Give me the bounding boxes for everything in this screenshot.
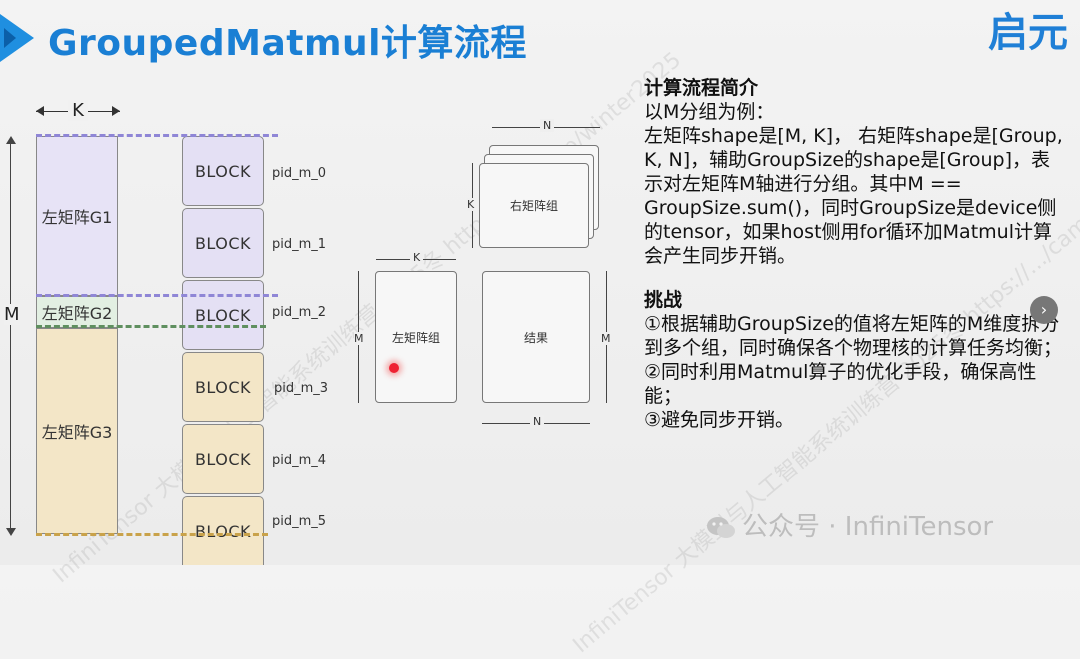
k-label: K bbox=[36, 100, 120, 121]
logo: 启元 bbox=[988, 10, 1068, 56]
challenge-title: 挑战 bbox=[644, 289, 683, 311]
arrow-up-icon bbox=[6, 136, 16, 144]
right-matrix-group: 右矩阵组 bbox=[479, 163, 589, 248]
pid-label-4: pid_m_4 bbox=[272, 453, 327, 468]
block-4: BLOCK bbox=[182, 424, 264, 494]
description-panel: 计算流程简介 以M分组为例： 左矩阵shape是[M, K]， 右矩阵shape… bbox=[644, 76, 1064, 432]
pid-label-5: pid_m_5 bbox=[272, 514, 327, 529]
pid-label-2: pid_m_2 bbox=[272, 305, 327, 320]
challenge-item-1: ①根据辅助GroupSize的值将左矩阵的M维度拆分到多个组，同时确保各个物理核… bbox=[644, 313, 1063, 359]
m-label: M bbox=[4, 304, 20, 325]
n-top-label: N bbox=[540, 119, 555, 132]
next-slide-button[interactable]: › bbox=[1030, 296, 1058, 324]
left-matrix-group-3: 左矩阵G3 bbox=[36, 328, 118, 534]
wechat-icon bbox=[707, 516, 735, 538]
arrow-right-icon bbox=[112, 106, 120, 116]
group-boundary-purple-top bbox=[36, 134, 278, 137]
title-bar: GroupedMatmul计算流程 启元 bbox=[0, 0, 1080, 74]
pid-label-0: pid_m_0 bbox=[272, 166, 327, 181]
watermark: InfiniTensor 大模型与人工智能系统训练营 2025冬 https:/… bbox=[48, 47, 687, 589]
pid-label-3: pid_m_3 bbox=[274, 381, 329, 396]
block-3: BLOCK bbox=[182, 352, 264, 422]
intro-paragraph: 左矩阵shape是[M, K]， 右矩阵shape是[Group, K, N]，… bbox=[644, 125, 1063, 267]
k-right-label: K bbox=[467, 198, 475, 211]
intro-line: 以M分组为例： bbox=[644, 101, 775, 123]
block-5: BLOCK bbox=[182, 496, 264, 565]
pid-label-1: pid_m_1 bbox=[272, 237, 327, 252]
group-boundary-green bbox=[36, 325, 266, 328]
challenge-item-2: ②同时利用Matmul算子的优化手段，确保高性能； bbox=[644, 361, 1037, 407]
arrow-left-icon bbox=[36, 106, 44, 116]
k-left-label: K bbox=[410, 251, 424, 264]
title-arrow-inner bbox=[4, 28, 16, 48]
result-matrix: 结果 bbox=[482, 271, 590, 403]
left-matrix-group-1: 左矩阵G1 bbox=[36, 136, 118, 296]
block-0: BLOCK bbox=[182, 136, 264, 206]
group-boundary-gold bbox=[36, 533, 268, 536]
page-title: GroupedMatmul计算流程 bbox=[48, 23, 527, 64]
m-right-label: M bbox=[601, 332, 611, 345]
intro-title: 计算流程简介 bbox=[644, 77, 759, 99]
n-bottom-label: N bbox=[530, 415, 545, 428]
block-1: BLOCK bbox=[182, 208, 264, 278]
left-matrix-group-2: 左矩阵G2 bbox=[36, 296, 118, 328]
m-left-label: M bbox=[354, 332, 364, 345]
cursor-pointer-icon bbox=[389, 363, 399, 373]
arrow-down-icon bbox=[6, 528, 16, 536]
wechat-credit: 公众号 · InfiniTensor bbox=[706, 506, 993, 543]
group-boundary-purple bbox=[36, 294, 278, 297]
m-dimension-line bbox=[10, 138, 11, 534]
left-matrix-group: 左矩阵组 bbox=[375, 271, 457, 403]
block-2: BLOCK bbox=[182, 280, 264, 350]
challenge-item-3: ③避免同步开销。 bbox=[644, 409, 795, 431]
